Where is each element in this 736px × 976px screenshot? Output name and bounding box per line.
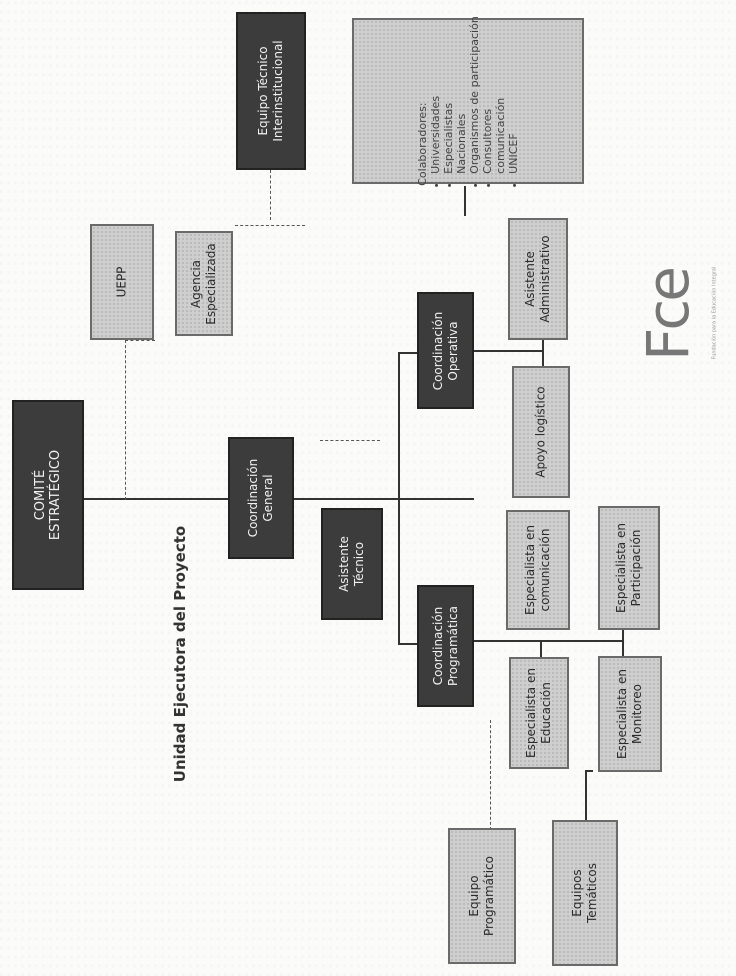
equipos-tematicos-label: Equipos Temáticos: [570, 863, 599, 923]
equipo-programatico-box: Equipo Programático: [448, 828, 516, 964]
especialista-monitoreo-box: Especialista en Monitoreo: [598, 656, 662, 772]
equipos-tematicos-box: Equipos Temáticos: [552, 820, 618, 966]
equipo-tecnico-label: Equipo Técnico Interinstitucional: [256, 40, 285, 142]
colaborador-item: Nacionales: [455, 113, 468, 174]
coordinacion-operativa-box: Coordinación Operativa: [417, 292, 474, 409]
agencia-especializada-label: Agencia Especializada: [189, 242, 218, 325]
especialista-participacion-label: Especialista en Participación: [614, 523, 643, 613]
colaborador-item: Consultores: [481, 16, 494, 174]
connector-programatica-out: [474, 640, 624, 642]
connector-equipos-tematicos-h: [585, 770, 593, 772]
connector-to-programatica: [398, 643, 418, 645]
especialista-educacion-box: Especialista en Educación: [509, 657, 569, 769]
fce-logo-subtitle: Fundación para la Educación Integral: [711, 266, 718, 360]
apoyo-logistico-label: Apoyo logístico: [533, 386, 548, 478]
fce-logo-mark: Fce: [634, 269, 702, 361]
coordinacion-general-label: Coordinación General: [246, 458, 275, 538]
connector-prog-stem-b: [622, 630, 624, 656]
especialista-comunicacion-label: Especialista en comunicación: [523, 525, 552, 615]
connector-operativa-out: [474, 350, 544, 352]
colaborador-item: comunicación: [494, 97, 507, 174]
connector-prog-stem-a: [540, 640, 542, 658]
coordinacion-programatica-label: Coordinación Programática: [430, 606, 460, 686]
apoyo-logistico-box: Apoyo logístico: [512, 366, 570, 498]
asistente-administrativo-box: Asistente Administrativo: [508, 218, 568, 340]
comite-estrategico-label: COMITÉ ESTRATÉGICO: [33, 449, 63, 541]
asistente-tecnico-label: Asistente Técnico: [337, 536, 366, 592]
coordinacion-general-box: Coordinación General: [228, 437, 294, 559]
asistente-tecnico-box: Asistente Técnico: [321, 508, 383, 620]
colaborador-item: Especialistas: [442, 16, 455, 174]
fce-logo: Fce Fundación para la Educación Integral: [628, 250, 717, 380]
coordinacion-programatica-box: Coordinación Programática: [417, 585, 474, 707]
equipo-tecnico-box: Equipo Técnico Interinstitucional: [236, 12, 306, 170]
dashed-asistente-tecnico: [320, 440, 380, 441]
dashed-to-equipo-programatico: [490, 720, 491, 830]
dashed-to-equipo-tecnico: [270, 170, 271, 220]
colaborador-item: Organismos de participación: [468, 16, 481, 174]
diagram-title: Unidad Ejecutora del Proyecto: [171, 525, 189, 783]
especialista-participacion-box: Especialista en Participación: [598, 506, 660, 630]
especialista-monitoreo-label: Especialista en Monitoreo: [615, 669, 644, 759]
connector-branch-vertical: [398, 352, 400, 645]
especialista-comunicacion-box: Especialista en comunicación: [506, 510, 570, 630]
dashed-to-uepp: [125, 340, 126, 500]
connector-to-operativa: [398, 352, 418, 354]
connector-collab: [464, 186, 466, 216]
colaboradores-heading: Colaboradores:: [416, 102, 429, 186]
uepp-box: UEPP: [90, 224, 154, 340]
asistente-administrativo-label: Asistente Administrativo: [523, 235, 552, 323]
colaboradores-box: Colaboradores: Universidades Especialist…: [352, 16, 584, 186]
colaboradores-list: Colaboradores: Universidades Especialist…: [416, 16, 520, 186]
connector-operativa-stem: [542, 340, 544, 370]
connector-equipos-tematicos: [585, 770, 587, 820]
colaborador-item: UNICEF: [507, 16, 520, 173]
dashed-uepp-link: [125, 340, 155, 341]
coordinacion-operativa-label: Coordinación Operativa: [430, 311, 460, 390]
dashed-equipo-tecnico-h: [235, 225, 305, 226]
uepp-label: UEPP: [114, 266, 129, 298]
colaborador-item: Universidades: [429, 16, 442, 174]
equipo-programatico-label: Equipo Programático: [467, 856, 496, 936]
agencia-especializada-box: Agencia Especializada: [175, 231, 233, 336]
especialista-educacion-label: Especialista en Educación: [524, 668, 553, 758]
comite-estrategico-box: COMITÉ ESTRATÉGICO: [12, 400, 84, 590]
